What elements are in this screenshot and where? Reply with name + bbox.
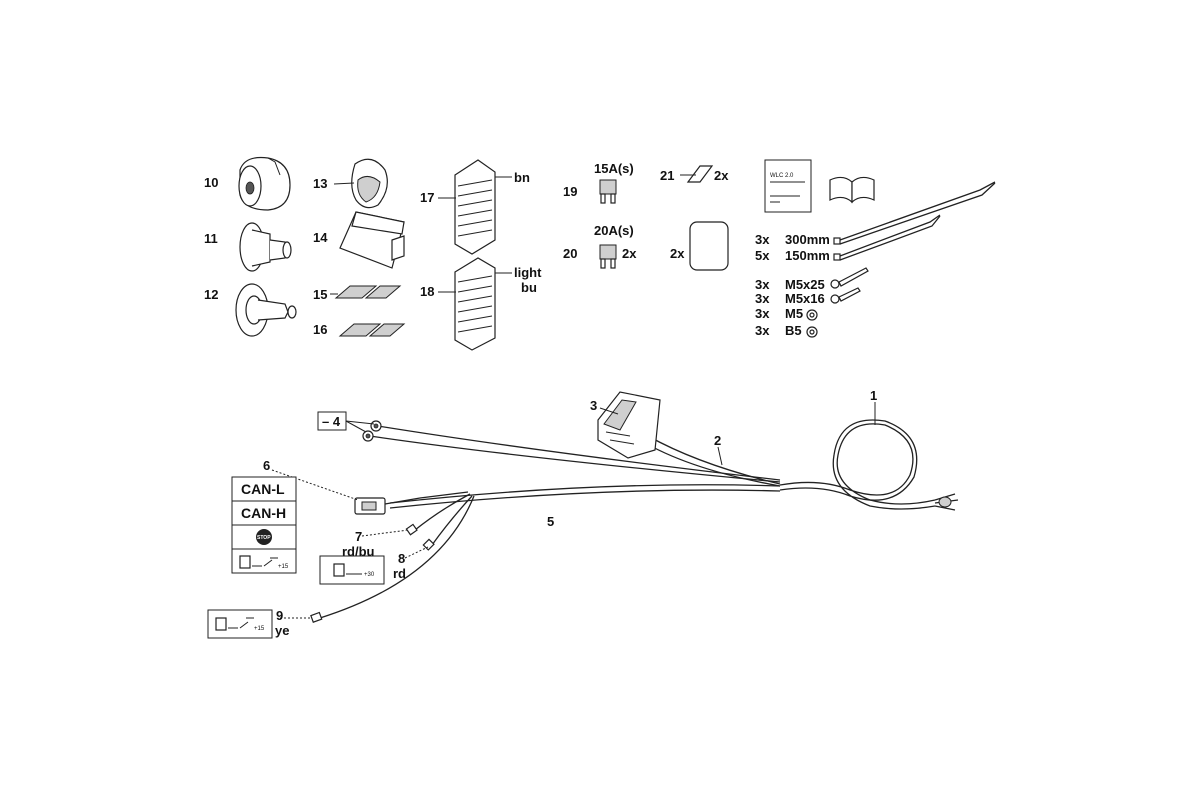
callout-7: 7 — [355, 529, 362, 544]
part-instruction-manual: WLC 2.0 — [764, 159, 812, 213]
label-rd-bu: rd/bu — [342, 544, 375, 559]
part-19-fuse-15a — [599, 179, 617, 204]
plus15-label-b: +15 — [254, 626, 265, 632]
label-rd: rd — [393, 566, 406, 581]
hw-qty-0: 3x — [755, 232, 770, 247]
callout-14: 14 — [313, 230, 328, 245]
callout-9: 9 — [276, 608, 283, 623]
book-icon — [829, 176, 875, 204]
label-ye: ye — [275, 623, 289, 638]
callout-1: 1 — [870, 388, 877, 403]
legend-can-l: CAN-L — [231, 476, 297, 502]
part-20-fuse-20a — [599, 244, 617, 269]
part-16-adhesive-pads — [338, 323, 406, 337]
callout-10: 10 — [204, 175, 218, 190]
callout-3: 3 — [590, 398, 597, 413]
part-17-contact-strip — [454, 159, 512, 255]
hw-name-0: 300mm — [785, 232, 830, 247]
battery-icon — [215, 617, 227, 631]
hw-name-2: M5x25 — [785, 277, 825, 292]
part-cable-ties — [833, 181, 996, 261]
label-pad-qty: 2x — [670, 246, 685, 261]
callout-4: – 4 — [322, 414, 341, 429]
ignition-switch-icon — [252, 557, 278, 567]
hw-qty-3: 3x — [755, 291, 770, 306]
callout-18: 18 — [420, 284, 434, 299]
part-13-gasket — [333, 158, 388, 209]
stop-label: STOP — [257, 535, 271, 541]
callout-19: 19 — [563, 184, 577, 199]
label-light: light — [514, 265, 542, 280]
part-14-control-module — [339, 211, 405, 269]
hardware-list: 3x 300mm 5x 150mm 3x M5x25 3x M5x16 3x M… — [755, 232, 830, 338]
plus30-label: +30 — [364, 572, 375, 578]
screw-icons — [806, 267, 869, 338]
label-fuse-20a: 20A(s) — [594, 223, 634, 238]
hw-qty-1: 5x — [755, 248, 770, 263]
callout-5: 5 — [547, 514, 554, 529]
ring-terminal-wires — [362, 420, 781, 483]
callout-6: 6 — [263, 458, 270, 473]
hw-name-5: B5 — [785, 323, 802, 338]
part-18-contact-strip — [454, 257, 512, 351]
hw-name-4: M5 — [785, 306, 803, 321]
part-12-base-plate — [235, 283, 297, 337]
part-21-label-tag — [680, 165, 714, 183]
label-fuse-20a-qty: 2x — [622, 246, 637, 261]
callout-11: 11 — [204, 231, 218, 246]
battery-icon — [333, 563, 345, 577]
manual-title: WLC 2.0 — [770, 173, 794, 179]
part-sealing-pad — [689, 221, 729, 271]
multi-pin-connector — [597, 391, 661, 459]
callout-21: 21 — [660, 168, 674, 183]
callout-17: 17 — [420, 190, 434, 205]
stop-sign-icon — [256, 529, 272, 545]
callout-15: 15 — [313, 287, 327, 302]
part-10-socket — [238, 156, 291, 211]
label-fuse-15a: 15A(s) — [594, 161, 634, 176]
ignition-switch-icon — [228, 617, 254, 629]
main-cable — [389, 484, 781, 504]
legend-ignition-plus15: +15 — [231, 548, 297, 574]
label-item-21-qty: 2x — [714, 168, 729, 183]
part-15-adhesive-pads — [330, 285, 402, 299]
legend-plus30: +30 — [319, 555, 385, 585]
label-bn: bn — [514, 170, 530, 185]
hw-name-3: M5x16 — [785, 291, 825, 306]
cable-coil — [779, 419, 936, 510]
callout-20: 20 — [563, 246, 577, 261]
legend-stop: STOP — [231, 524, 297, 550]
callout-13: 13 — [313, 176, 327, 191]
wire-ends — [934, 493, 959, 511]
hw-qty-5: 3x — [755, 323, 770, 338]
main-cable-lower — [389, 489, 781, 509]
can-connector — [354, 491, 469, 515]
callout-8: 8 — [398, 551, 405, 566]
hw-qty-4: 3x — [755, 306, 770, 321]
callout-16: 16 — [313, 322, 327, 337]
battery-icon — [239, 555, 251, 569]
callout-12: 12 — [204, 287, 218, 302]
hw-name-1: 150mm — [785, 248, 830, 263]
legend-ignition-plus15-b: +15 — [207, 609, 273, 639]
plus15-label-a: +15 — [278, 564, 289, 570]
can-h-label: CAN-H — [241, 505, 286, 521]
legend-can-h: CAN-H — [231, 500, 297, 526]
can-l-label: CAN-L — [241, 481, 285, 497]
label-bu: bu — [521, 280, 537, 295]
hw-qty-2: 3x — [755, 277, 770, 292]
power-branch-wires — [310, 493, 475, 623]
part-11-socket — [239, 222, 292, 272]
callout-2: 2 — [714, 433, 721, 448]
